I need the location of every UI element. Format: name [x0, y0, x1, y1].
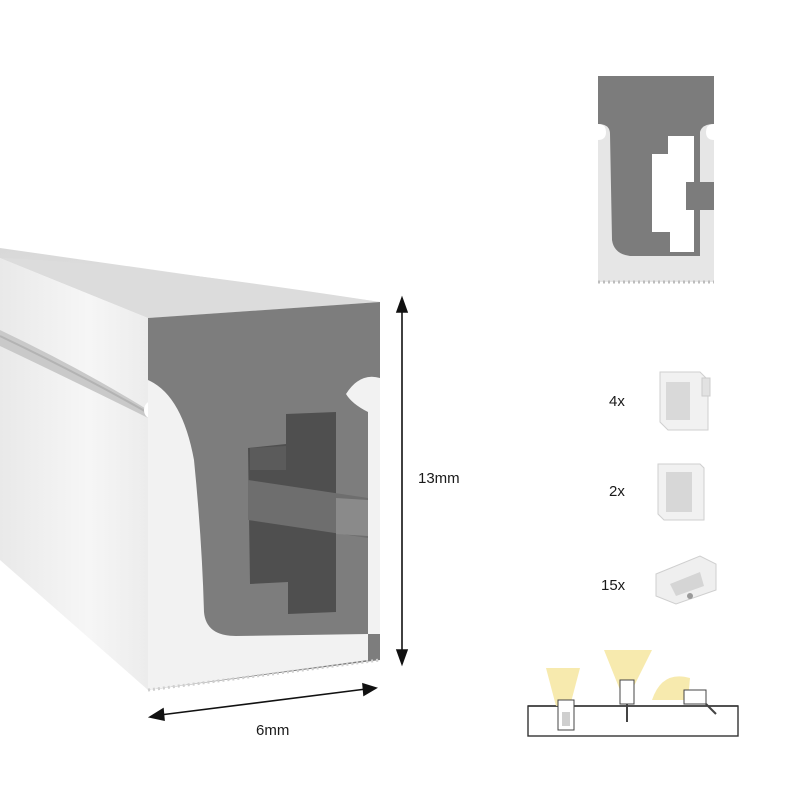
height-dimension-arrow	[395, 295, 409, 667]
mounting-clip-quantity: 15x	[601, 577, 626, 594]
mounting-clip-illustration	[655, 555, 717, 605]
width-dimension-arrow	[147, 682, 378, 722]
width-dimension-label: 6mm	[256, 722, 290, 739]
end-cap-open-quantity: 2x	[609, 483, 625, 500]
end-cap-open-illustration	[657, 463, 705, 521]
end-cap-closed-quantity: 4x	[609, 393, 625, 410]
profile-side-face	[0, 258, 148, 690]
installation-diagram	[527, 650, 739, 737]
height-dimension-label: 13mm	[418, 470, 460, 487]
cross-section-thumbnail	[598, 76, 714, 284]
end-cap-closed-illustration	[659, 371, 711, 431]
